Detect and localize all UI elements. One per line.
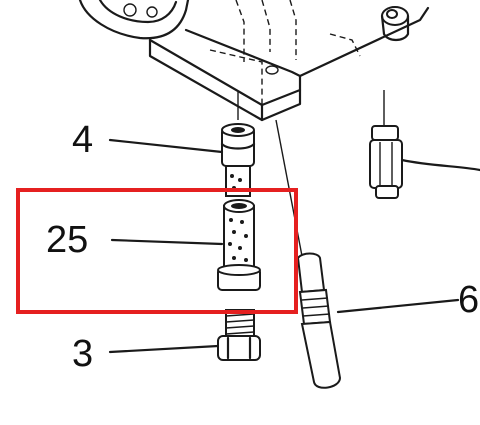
callout-3: 3 [72, 333, 93, 375]
leader-line-25 [110, 238, 224, 246]
callout-25: 25 [46, 219, 88, 261]
housing-plate [78, 0, 430, 122]
callout-4: 4 [72, 119, 93, 161]
part-4-sleeve [220, 123, 256, 197]
part-25-perforated-tube [217, 199, 261, 291]
part-6-pin [296, 252, 342, 389]
leader-line-4 [108, 138, 224, 154]
right-valve-part [369, 125, 403, 199]
callout-6: 6 [458, 279, 479, 321]
part-3-threaded-nut [217, 309, 261, 361]
leader-line-6 [336, 298, 460, 314]
leader-line-3 [108, 344, 220, 354]
leader-line-right [400, 158, 480, 172]
highlight-box [16, 188, 298, 314]
